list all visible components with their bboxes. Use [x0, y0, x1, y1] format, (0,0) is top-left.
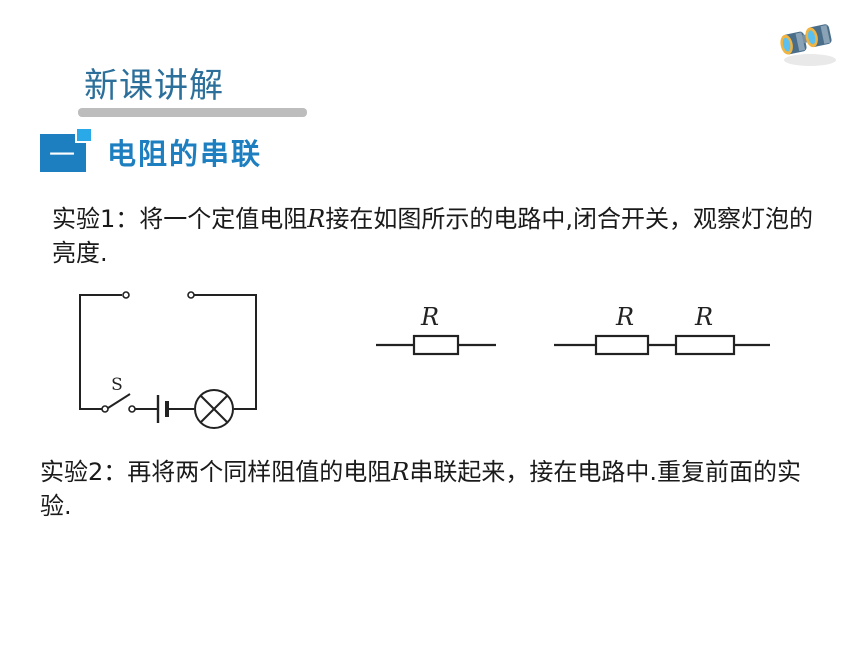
resistor-variable: R [307, 205, 326, 233]
experiment-2-suffix: 串联起来，接在电路中.重复前面的实验. [40, 458, 801, 520]
experiment-1-text: 实验1：将一个定值电阻R接在如图所示的电路中,闭合开关，观察灯泡的亮度. [52, 202, 832, 270]
resistor-variable-2: R [391, 458, 410, 486]
page-title: 新课讲解 [84, 66, 224, 106]
resistor-label-right: R [694, 303, 713, 331]
single-resistor-diagram: R [376, 303, 496, 356]
section-title: 电阻的串联 [107, 137, 263, 171]
switch-contact [128, 405, 136, 413]
terminal-left [122, 291, 130, 299]
terminal-right [187, 291, 195, 299]
section-number: 一 [49, 141, 75, 171]
experiment-1-prefix: 实验1：将一个定值电阻 [52, 205, 308, 233]
experiment-2-text: 实验2：再将两个同样阻值的电阻R串联起来，接在电路中.重复前面的实验. [40, 455, 820, 523]
experiment-2-prefix: 实验2：再将两个同样阻值的电阻 [40, 458, 392, 486]
switch-label: S [111, 375, 123, 395]
resistor-label-left: R [615, 303, 634, 331]
title-underline [78, 108, 307, 117]
circuit-diagram: S [79, 291, 257, 429]
section-number-badge: 一 [40, 128, 93, 172]
experiment-1-suffix: 接在如图所示的电路中,闭合开关，观察灯泡的亮度. [52, 205, 813, 267]
resistor-label: R [420, 303, 439, 331]
series-resistors-diagram: R R [554, 303, 770, 356]
switch-pivot [101, 405, 109, 413]
binoculars-icon [780, 24, 836, 66]
